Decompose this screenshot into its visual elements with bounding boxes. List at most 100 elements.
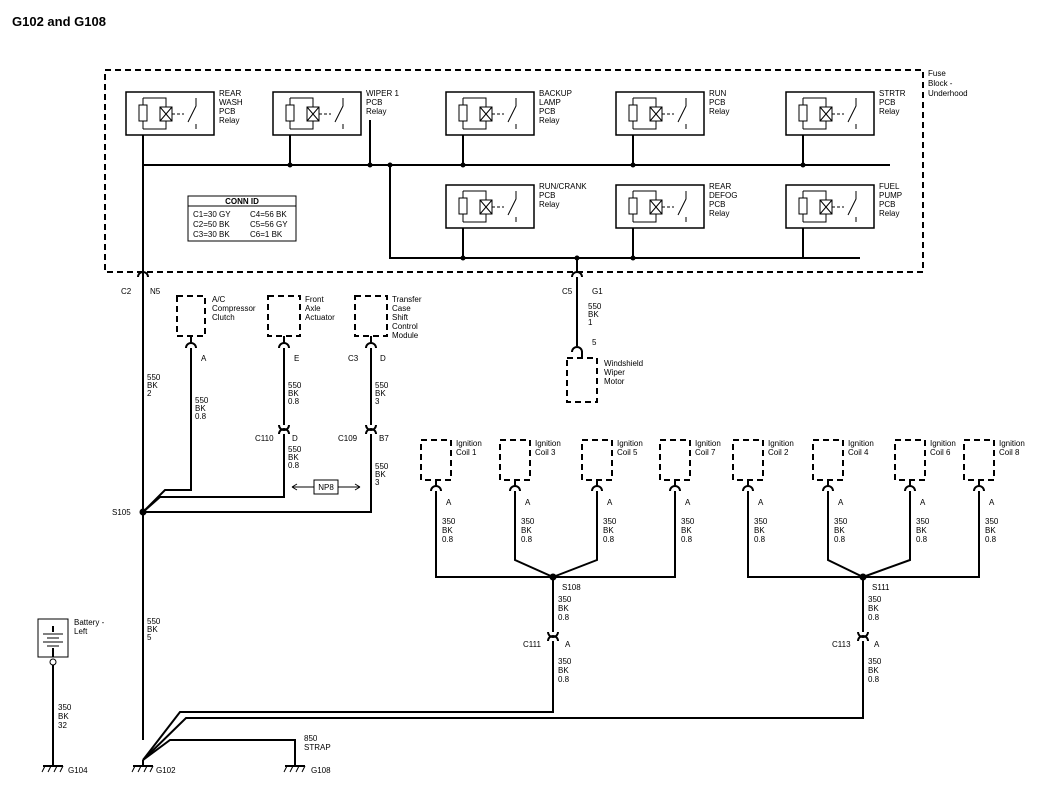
svg-text:S111: S111 (872, 583, 890, 592)
svg-text:A: A (989, 498, 995, 507)
svg-text:C3=30 BK: C3=30 BK (193, 230, 230, 239)
svg-text:G102: G102 (156, 766, 176, 775)
svg-text:A: A (201, 354, 207, 363)
conn-id-header: CONN ID (225, 197, 259, 206)
svg-text:G104: G104 (68, 766, 88, 775)
svg-text:D: D (380, 354, 386, 363)
relay-switch-icon (187, 98, 197, 129)
fuse-block-bus (142, 120, 890, 272)
ground-g108: G108 (283, 765, 331, 775)
svg-text:C110: C110 (255, 434, 274, 443)
svg-text:C4=56 BK: C4=56 BK (250, 210, 287, 219)
relay-switch-icon (677, 98, 687, 129)
svg-text:A: A (920, 498, 926, 507)
svg-text:A: A (607, 498, 613, 507)
svg-text:C2: C2 (121, 287, 132, 296)
svg-text:N5: N5 (150, 287, 161, 296)
diagram-title: G102 and G108 (12, 14, 106, 29)
splice-s105-label: S105 (112, 508, 131, 517)
svg-text:C6=1 BK: C6=1 BK (250, 230, 283, 239)
svg-text:A: A (874, 640, 880, 649)
svg-text:C5: C5 (562, 287, 573, 296)
svg-text:A: A (525, 498, 531, 507)
svg-text:G108: G108 (311, 766, 331, 775)
svg-text:C1=30 GY: C1=30 GY (193, 210, 231, 219)
svg-text:A: A (446, 498, 452, 507)
svg-text:C113: C113 (832, 640, 851, 649)
relay-switch-icon (334, 98, 344, 129)
svg-text:C5=56 GY: C5=56 GY (250, 220, 288, 229)
svg-text:E: E (294, 354, 299, 363)
relay-switch-icon (507, 191, 517, 222)
svg-text:5: 5 (592, 338, 597, 347)
svg-text:C109: C109 (338, 434, 358, 443)
svg-text:B7: B7 (379, 434, 389, 443)
svg-text:A: A (685, 498, 691, 507)
svg-text:Battery -Left: Battery -Left (74, 618, 105, 636)
svg-text:G1: G1 (592, 287, 603, 296)
